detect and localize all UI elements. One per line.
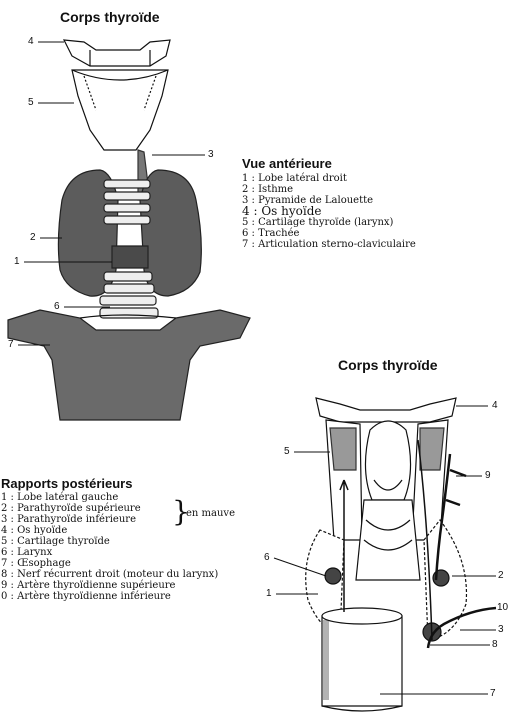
brace-note: en mauve <box>186 508 235 519</box>
posterior-hyoid <box>316 398 456 422</box>
legend-item: 6 : Larynx <box>1 547 218 558</box>
callout-4: 4 <box>492 400 498 411</box>
callout-5: 5 <box>284 446 290 457</box>
callout-6: 6 <box>54 301 60 312</box>
callout-3: 3 <box>208 149 214 160</box>
callout-1: 1 <box>266 588 272 599</box>
parathyroid-right-sup <box>325 568 341 584</box>
anterior-figure-title: Corps thyroïde <box>60 9 160 25</box>
callout-7: 7 <box>8 339 14 350</box>
callout-7: 7 <box>490 688 496 699</box>
thyroid-cartilage <box>72 70 168 150</box>
callout-8: 8 <box>492 639 498 650</box>
posterior-legend-title: Rapports postérieurs <box>1 476 132 491</box>
legend-item: 2 : Isthme <box>242 184 416 195</box>
callout-5: 5 <box>28 97 34 108</box>
posterior-view-drawing <box>306 398 496 711</box>
callout-1: 1 <box>14 256 20 267</box>
callout-10: 10 <box>497 602 508 613</box>
callout-6: 6 <box>264 552 270 563</box>
legend-item: 4 : Os hyoïde <box>242 206 416 217</box>
anterior-legend-title: Vue antérieure <box>242 156 332 171</box>
legend-item: 5 : Cartilage thyroïde <box>1 536 218 547</box>
anterior-legend: 1 : Lobe latéral droit 2 : Isthme 3 : Py… <box>242 173 416 250</box>
legend-item: 5 : Cartilage thyroïde (larynx) <box>242 217 416 228</box>
legend-item: 0 : Artère thyroïdienne inférieure <box>1 591 218 602</box>
callout-2: 2 <box>30 232 36 243</box>
callout-2: 2 <box>498 570 504 581</box>
larynx <box>365 421 410 500</box>
isthmus <box>112 246 148 268</box>
legend-item: 6 : Trachée <box>242 228 416 239</box>
legend-item: 8 : Nerf récurrent droit (moteur du lary… <box>1 569 218 580</box>
callout-4: 4 <box>28 36 34 47</box>
legend-item: 9 : Artère thyroïdienne supérieure <box>1 580 218 591</box>
esophagus <box>322 616 402 706</box>
callout-3: 3 <box>498 624 504 635</box>
legend-item: 7 : Œsophage <box>1 558 218 569</box>
sternum-clavicles <box>8 310 250 420</box>
legend-item: 7 : Articulation sterno-claviculaire <box>242 239 416 250</box>
hyoid-bone <box>64 40 170 66</box>
posterior-figure-title: Corps thyroïde <box>338 357 438 373</box>
callout-9: 9 <box>485 470 491 481</box>
anterior-view-drawing <box>8 40 250 420</box>
legend-item: 1 : Lobe latéral droit <box>242 173 416 184</box>
